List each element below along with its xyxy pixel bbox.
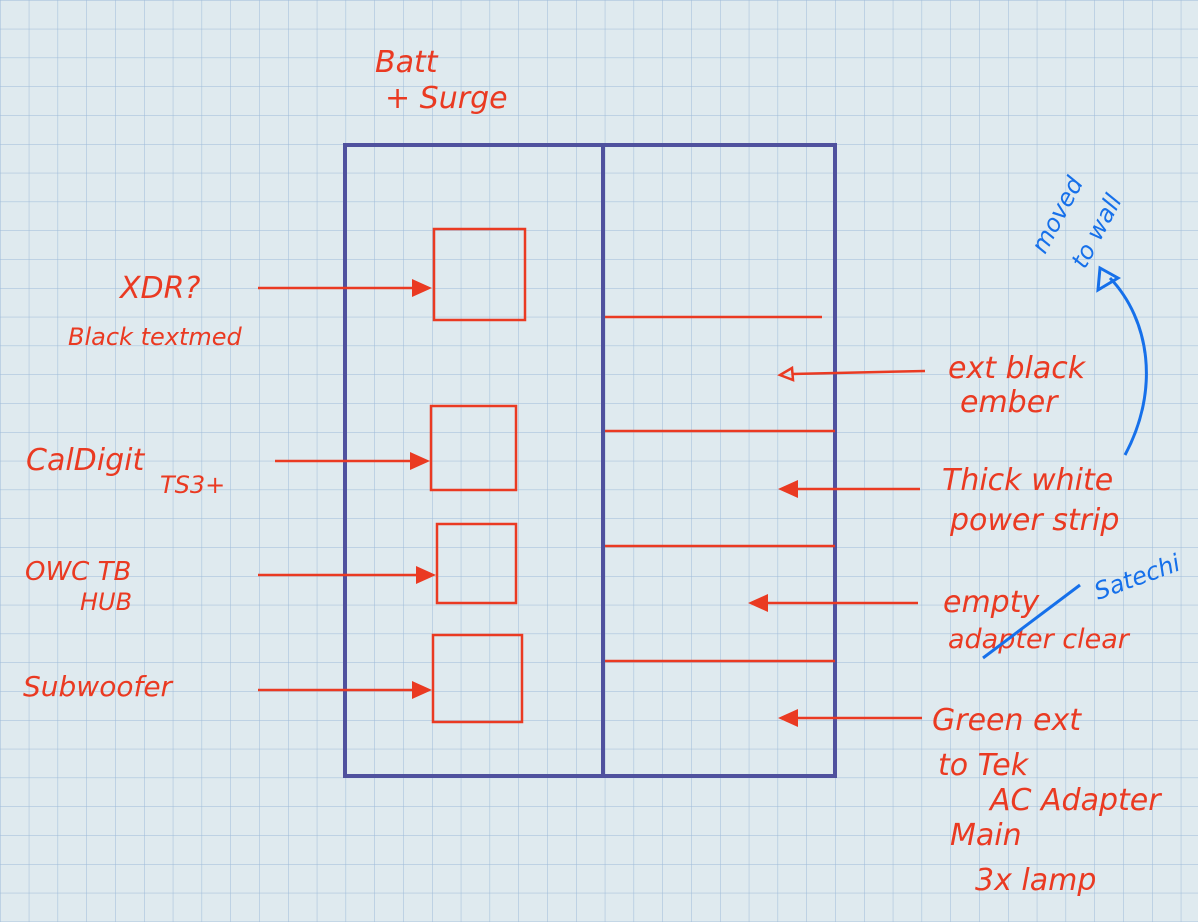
arrow-right-1	[791, 369, 926, 376]
title-line-2: + Surge	[385, 81, 508, 116]
label-green-ext: Green ext	[932, 703, 1082, 738]
strike-through	[982, 583, 1081, 660]
arrowhead-icon	[778, 709, 798, 727]
title-line-1: Batt	[375, 45, 439, 80]
outlet-box-4	[431, 633, 524, 724]
label-subwoofer: Subwoofer	[23, 670, 174, 703]
moved-arrow	[1108, 276, 1148, 456]
label-owc: OWC TB	[25, 557, 131, 587]
arrowhead-icon	[748, 594, 768, 612]
outlet-box-2	[429, 404, 518, 492]
arrow-head-open	[777, 365, 795, 382]
label-caldigit: CalDigit	[26, 443, 145, 478]
label-ext-black-sub: ember	[960, 385, 1059, 420]
label-power-strip-sub: power strip	[949, 503, 1119, 538]
label-xdr: XDR?	[118, 271, 200, 306]
arrowhead-icon	[410, 452, 430, 470]
label-green-ext-4: Main	[950, 818, 1022, 853]
label-green-ext-5: 3x lamp	[975, 863, 1096, 898]
arrowhead-icon	[412, 681, 432, 699]
label-xdr-sub: Black textmed	[68, 323, 242, 351]
label-power-strip: Thick white	[942, 463, 1113, 498]
label-empty-sub: adapter clear	[948, 624, 1131, 655]
arrowhead-icon	[1096, 265, 1121, 293]
label-green-ext-3: AC Adapter	[988, 783, 1162, 818]
arrowhead-icon	[412, 279, 432, 297]
outlet-box-3	[435, 522, 518, 605]
outlet-box-1	[432, 227, 527, 322]
label-ext-black: ext black	[948, 351, 1087, 386]
label-green-ext-2: to Tek	[938, 748, 1030, 783]
label-caldigit-sub: TS3+	[160, 471, 225, 499]
arrowhead-icon	[778, 480, 798, 498]
label-owc-sub: HUB	[80, 588, 132, 616]
arrowhead-icon	[416, 566, 436, 584]
label-empty: empty	[943, 585, 1040, 620]
